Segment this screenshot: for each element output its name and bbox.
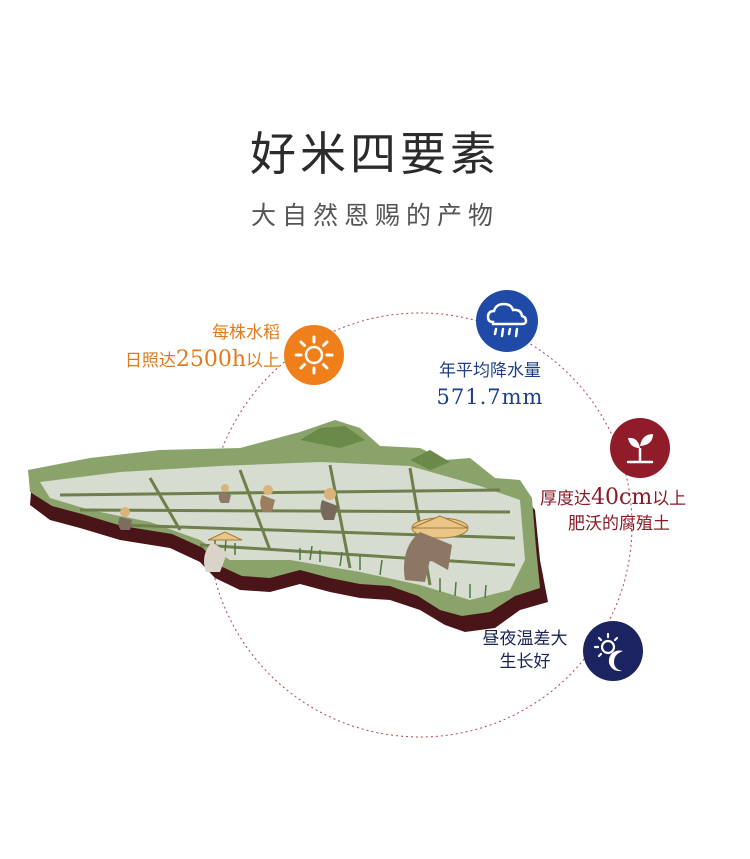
sunlight-suffix: 以上 <box>246 350 280 371</box>
page-subtitle: 大自然恩赐的产物 <box>250 201 499 230</box>
soil-label: 厚度达40cm以上 肥沃的腐殖土 <box>540 483 730 536</box>
rain-cloud-icon <box>476 290 538 352</box>
hill <box>300 426 365 448</box>
rainfall-line1: 年平均降水量 <box>439 361 541 381</box>
soil-suffix: 以上 <box>652 489 687 509</box>
hill-right <box>410 450 450 470</box>
sprout-icon <box>610 418 670 478</box>
sunlight-label: 每株水稻 日照达2500h以上 <box>80 322 280 375</box>
rice-rows <box>214 538 487 599</box>
soil-line2: 肥沃的腐殖土 <box>568 513 670 534</box>
sun-icon <box>284 325 344 385</box>
sunlight-line1: 每株水稻 <box>212 323 280 343</box>
farmer-small-3 <box>118 507 132 530</box>
soil-prefix: 厚度达 <box>540 489 591 509</box>
farmer-small-1 <box>320 488 338 520</box>
soil-value: 40cm <box>591 485 653 510</box>
day-night-icon <box>583 621 643 681</box>
rainfall-label: 年平均降水量 571.7mm <box>410 360 570 411</box>
rainfall-value: 571.7mm <box>436 384 544 409</box>
farmer-small-4 <box>218 484 231 503</box>
page-title: 好米四要素 <box>250 127 500 181</box>
farmer-mid <box>204 531 243 572</box>
sunlight-value: 2500h <box>175 346 246 372</box>
sunlight-prefix: 日照达 <box>124 350 176 371</box>
temperature-line1: 昼夜温差大 <box>482 629 568 649</box>
temperature-label: 昼夜温差大 生长好 <box>465 628 585 674</box>
farmer-large <box>404 515 469 582</box>
soil-line1: 厚度达40cm以上 <box>540 483 730 513</box>
farmer-small-2 <box>260 485 275 512</box>
sunlight-line2: 日照达2500h以上 <box>80 345 280 375</box>
temperature-line2: 生长好 <box>499 651 551 672</box>
